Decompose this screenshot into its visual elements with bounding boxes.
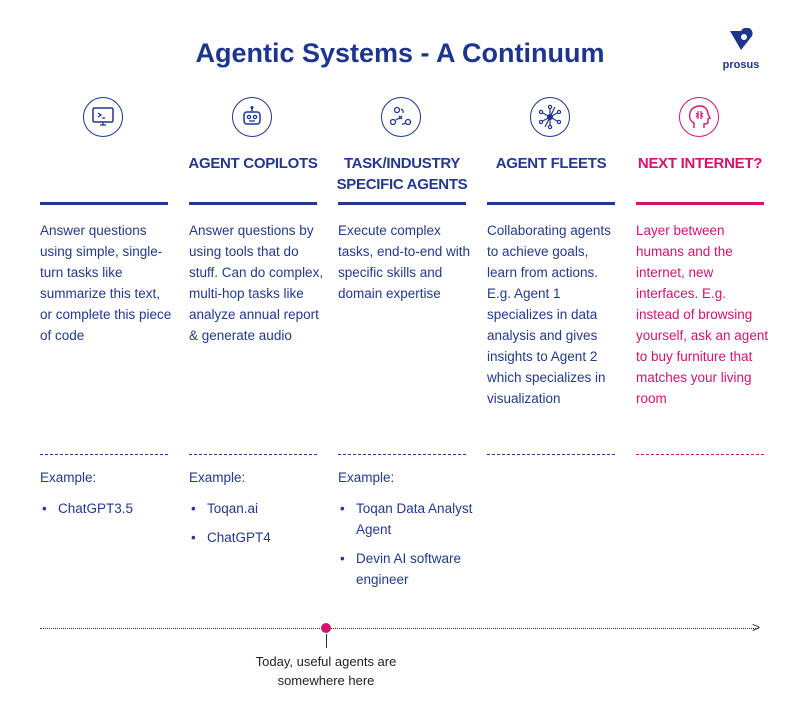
prosus-logo: prosus — [716, 27, 766, 71]
column-heading: NEXT INTERNET? — [637, 155, 763, 172]
column-heading: AGENT FLEETS — [495, 155, 607, 172]
column-description: Execute complex tasks, end-to-end with s… — [338, 223, 471, 301]
timeline-note: Today, useful agents are somewhere here — [255, 654, 397, 688]
marker-stem — [325, 634, 327, 648]
continuum-timeline — [40, 628, 756, 629]
dashed-divider — [338, 454, 466, 455]
example-list: Toqan Data Analyst Agent Devin AI softwa… — [338, 498, 478, 598]
arrow-right-icon: > — [752, 619, 761, 635]
prosus-logo-icon — [730, 27, 753, 50]
example-item: Toqan.ai — [189, 498, 329, 519]
page-title: Agentic Systems - A Continuum — [195, 38, 605, 68]
column-description: Layer between humans and the internet, n… — [636, 223, 769, 406]
example-item: Toqan Data Analyst Agent — [338, 498, 478, 540]
example-label: Example: — [189, 470, 246, 485]
dashed-divider — [636, 454, 764, 455]
example-list: Toqan.ai ChatGPT4 — [189, 498, 329, 556]
column-heading: TASK/INDUSTRY SPECIFIC AGENTS — [336, 155, 468, 193]
network-icon — [530, 97, 570, 137]
example-item: ChatGPT4 — [189, 527, 329, 548]
divider — [40, 202, 168, 205]
example-label: Example: — [338, 470, 395, 485]
divider — [487, 202, 615, 205]
divider — [189, 202, 317, 205]
example-item: ChatGPT3.5 — [40, 498, 180, 519]
divider — [636, 202, 764, 205]
dashed-divider — [189, 454, 317, 455]
column-description: Answer questions using simple, single-tu… — [40, 223, 172, 343]
current-position-marker — [321, 623, 331, 633]
column-description: Answer questions by using tools that do … — [189, 223, 324, 343]
terminal-monitor-icon — [83, 97, 123, 137]
example-list: ChatGPT3.5 — [40, 498, 180, 527]
column-heading: AGENT COPILOTS — [188, 155, 318, 172]
dashed-divider — [487, 454, 615, 455]
example-label: Example: — [40, 470, 97, 485]
dashed-divider — [40, 454, 168, 455]
logo-text: prosus — [722, 59, 760, 71]
robot-icon — [232, 97, 272, 137]
column-description: Collaborating agents to achieve goals, l… — [487, 223, 611, 406]
workflow-icon — [381, 97, 421, 137]
divider — [338, 202, 466, 205]
example-item: Devin AI software engineer — [338, 548, 478, 590]
brain-head-icon — [679, 97, 719, 137]
